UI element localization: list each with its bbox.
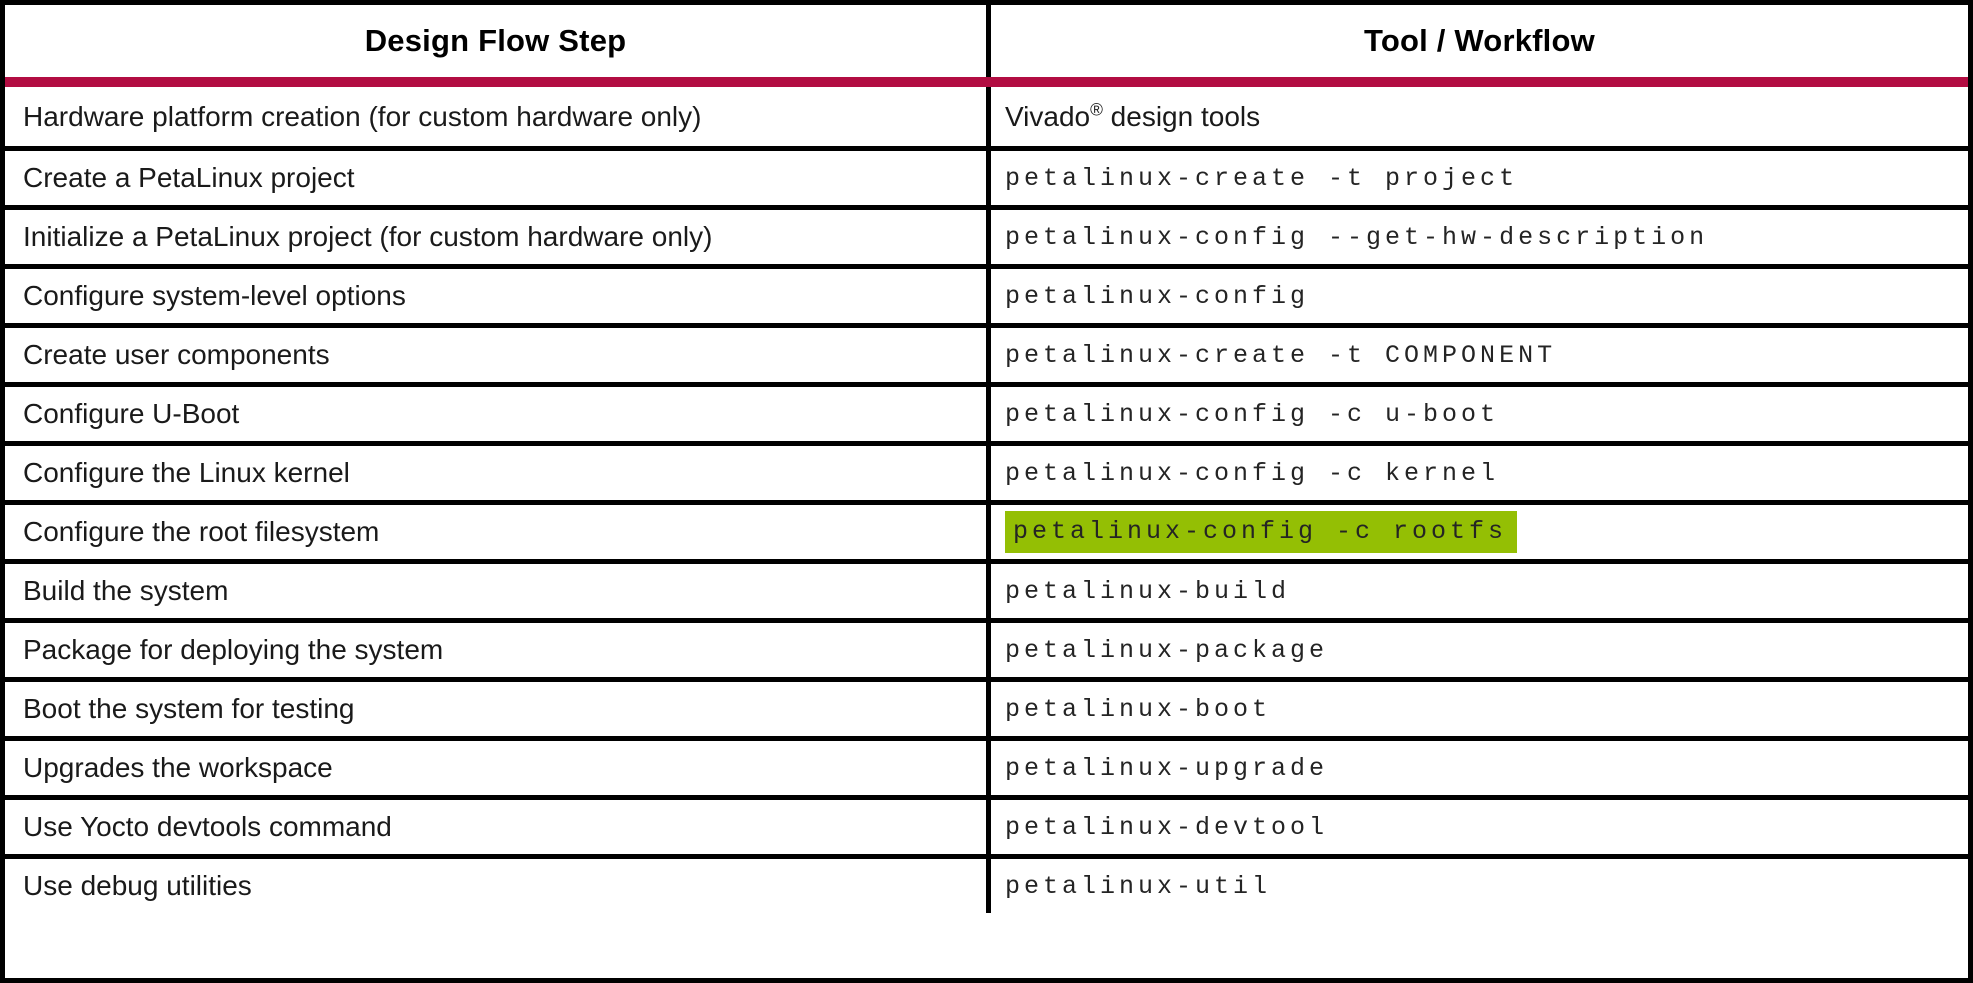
column-header-design-flow-step: Design Flow Step <box>364 23 627 58</box>
design-flow-step-cell: Create user components <box>23 339 330 370</box>
table-row: Initialize a PetaLinux project (for cust… <box>5 205 1968 264</box>
design-flow-step-cell: Configure the root filesystem <box>23 516 380 547</box>
tool-workflow-cell: petalinux-config -c rootfs <box>986 505 1968 559</box>
command-text: petalinux-boot <box>1005 694 1272 724</box>
table-row: Configure system-level options petalinux… <box>5 264 1968 323</box>
design-flow-step-cell: Upgrades the workspace <box>23 752 333 783</box>
command-text: petalinux-config -c kernel <box>1005 458 1500 488</box>
tool-workflow-cell: petalinux-config -c kernel <box>986 446 1968 500</box>
table-row: Use debug utilities petalinux-util <box>5 854 1968 913</box>
design-flow-step-cell: Package for deploying the system <box>23 634 444 665</box>
tool-workflow-cell: petalinux-build <box>986 564 1968 618</box>
command-text: petalinux-build <box>1005 576 1291 606</box>
design-flow-step-cell: Build the system <box>23 575 229 606</box>
command-text: petalinux-devtool <box>1005 812 1329 842</box>
tool-workflow-cell: Vivado® design tools <box>986 87 1968 146</box>
tool-workflow-cell: petalinux-create -t COMPONENT <box>986 328 1968 382</box>
header-accent-rule <box>5 77 1968 87</box>
table-row: Configure the root filesystem petalinux-… <box>5 500 1968 559</box>
tool-workflow-cell: petalinux-devtool <box>986 800 1968 854</box>
table-row: Package for deploying the system petalin… <box>5 618 1968 677</box>
command-text: petalinux-config <box>1005 281 1310 311</box>
design-flow-step-cell: Create a PetaLinux project <box>23 162 355 193</box>
command-text-highlighted: petalinux-config -c rootfs <box>1005 511 1518 553</box>
tool-name: Vivado® design tools <box>1005 99 1261 132</box>
registered-trademark-symbol: ® <box>1090 99 1103 120</box>
design-flow-step-cell: Configure the Linux kernel <box>23 457 350 488</box>
table-row: Create a PetaLinux project petalinux-cre… <box>5 146 1968 205</box>
design-flow-step-cell: Use Yocto devtools command <box>23 811 392 842</box>
table-header-row: Design Flow Step Tool / Workflow <box>5 5 1968 77</box>
command-text: petalinux-config -c u-boot <box>1005 399 1500 429</box>
command-text: petalinux-config --get-hw-description <box>1005 222 1709 252</box>
design-flow-step-cell: Configure system-level options <box>23 280 406 311</box>
table-row: Upgrades the workspace petalinux-upgrade <box>5 736 1968 795</box>
table-row: Use Yocto devtools command petalinux-dev… <box>5 795 1968 854</box>
tool-workflow-cell: petalinux-util <box>986 859 1968 913</box>
command-text: petalinux-create -t project <box>1005 163 1519 193</box>
design-flow-step-cell: Configure U-Boot <box>23 398 240 429</box>
tool-workflow-cell: petalinux-config -c u-boot <box>986 387 1968 441</box>
tool-workflow-cell: petalinux-config --get-hw-description <box>986 210 1968 264</box>
command-text: petalinux-upgrade <box>1005 753 1329 783</box>
tool-workflow-cell: petalinux-package <box>986 623 1968 677</box>
tool-workflow-cell: petalinux-boot <box>986 682 1968 736</box>
tool-workflow-cell: petalinux-create -t project <box>986 151 1968 205</box>
table-row: Boot the system for testing petalinux-bo… <box>5 677 1968 736</box>
command-text: petalinux-util <box>1005 871 1272 901</box>
command-text: petalinux-create -t COMPONENT <box>1005 340 1557 370</box>
column-header-tool-workflow: Tool / Workflow <box>986 5 1968 77</box>
design-flow-step-cell: Hardware platform creation (for custom h… <box>23 100 702 132</box>
table-row: Build the system petalinux-build <box>5 559 1968 618</box>
design-flow-step-cell: Boot the system for testing <box>23 693 355 724</box>
table-row: Hardware platform creation (for custom h… <box>5 87 1968 146</box>
design-flow-step-cell: Use debug utilities <box>23 870 252 901</box>
design-flow-step-cell: Initialize a PetaLinux project (for cust… <box>23 221 713 252</box>
table-row: Create user components petalinux-create … <box>5 323 1968 382</box>
command-text: petalinux-package <box>1005 635 1329 665</box>
table-row: Configure U-Boot petalinux-config -c u-b… <box>5 382 1968 441</box>
table-row: Configure the Linux kernel petalinux-con… <box>5 441 1968 500</box>
tool-workflow-cell: petalinux-upgrade <box>986 741 1968 795</box>
tool-workflow-cell: petalinux-config <box>986 269 1968 323</box>
